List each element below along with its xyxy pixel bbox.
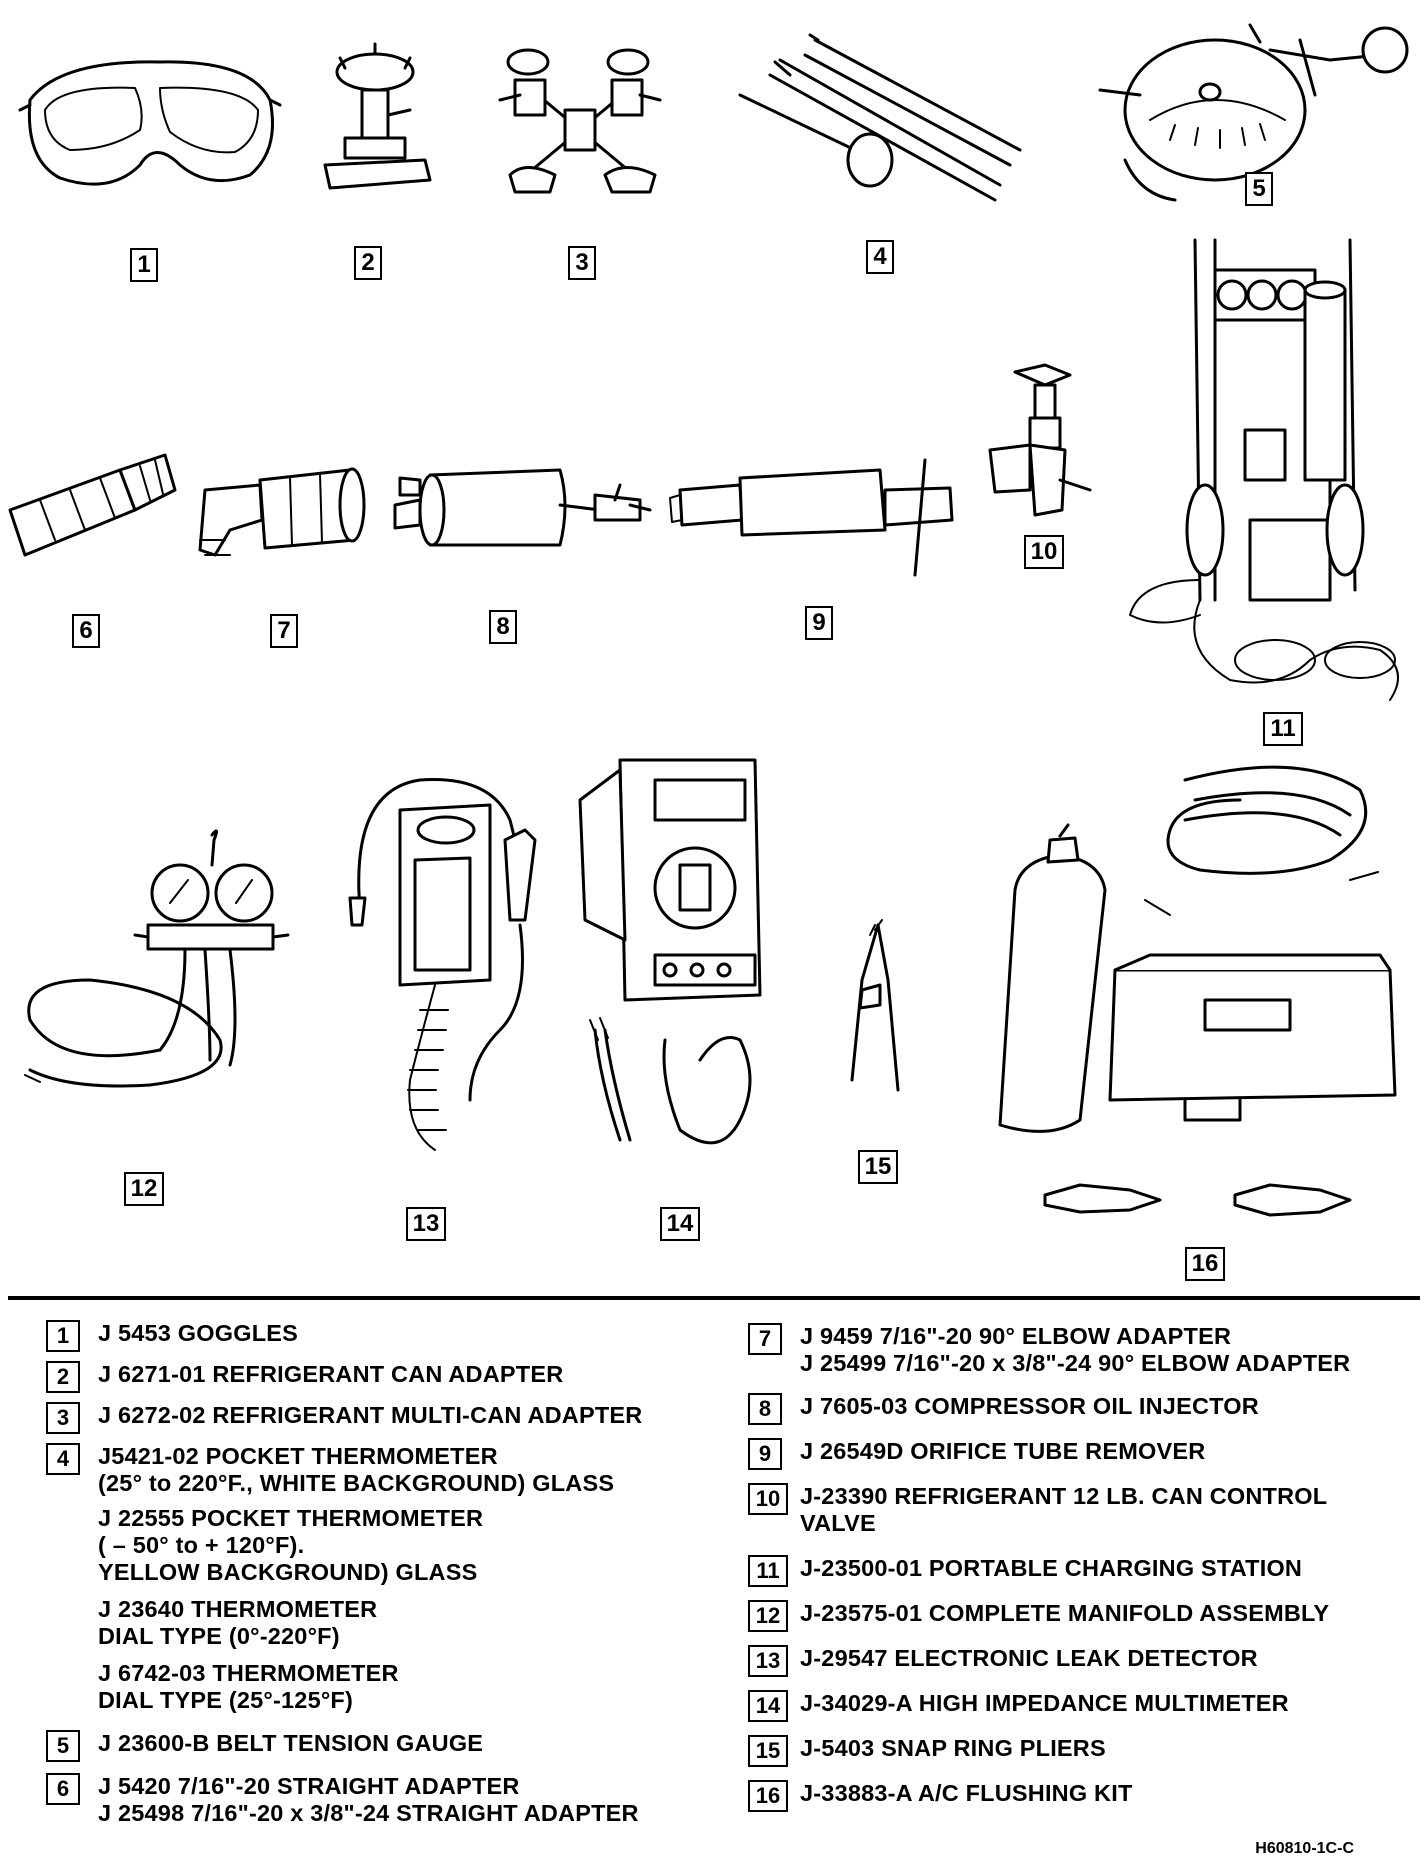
callout-11: 11 xyxy=(1263,712,1303,746)
oil-injector-drawing xyxy=(393,468,652,547)
leak-detector-drawing xyxy=(348,778,537,1151)
legend-number: 7 xyxy=(748,1323,782,1355)
legend-text: J 25498 7/16"-20 x 3/8"-24 STRAIGHT ADAP… xyxy=(98,1800,639,1826)
legend-entry-6: 6 J 5420 7/16"-20 STRAIGHT ADAPTER J 254… xyxy=(46,1773,642,1827)
legend-number: 3 xyxy=(46,1402,80,1434)
callout-3: 3 xyxy=(568,246,596,280)
callout-6: 6 xyxy=(72,614,100,648)
callout-1: 1 xyxy=(130,248,158,282)
callout-15: 15 xyxy=(858,1150,898,1184)
legend-entry-2: 2 J 6271-01 REFRIGERANT CAN ADAPTER xyxy=(46,1361,642,1393)
legend-text: J-34029-A HIGH IMPEDANCE MULTIMETER xyxy=(800,1690,1289,1716)
callout-14: 14 xyxy=(660,1207,700,1241)
charging-station-drawing xyxy=(1129,238,1399,701)
legend-entry-13: 13 J-29547 ELECTRONIC LEAK DETECTOR xyxy=(748,1645,1350,1677)
divider-line xyxy=(8,1296,1420,1300)
legend-text: J 6742-03 THERMOMETER xyxy=(98,1660,399,1686)
callout-4: 4 xyxy=(866,240,894,274)
thermometers-drawing xyxy=(738,33,1022,202)
legend-text: DIAL TYPE (0°-220°F) xyxy=(98,1623,340,1649)
legend-text: ( – 50° to + 120°F). xyxy=(98,1532,305,1558)
legend-subentry-4c: J 23640 THERMOMETER DIAL TYPE (0°-220°F) xyxy=(46,1596,642,1650)
figure-code: H60810-1C-C xyxy=(1255,1840,1354,1857)
tool-illustrations xyxy=(8,23,1409,1217)
legend-number: 9 xyxy=(748,1438,782,1470)
legend-text: J 5420 7/16"-20 STRAIGHT ADAPTER xyxy=(98,1773,520,1799)
callout-2: 2 xyxy=(354,246,382,280)
legend-text: J 22555 POCKET THERMOMETER xyxy=(98,1505,484,1531)
legend-text: YELLOW BACKGROUND) GLASS xyxy=(98,1559,478,1585)
callout-5: 5 xyxy=(1245,172,1273,206)
legend-entry-5: 5 J 23600-B BELT TENSION GAUGE xyxy=(46,1730,642,1762)
legend-number: 8 xyxy=(748,1393,782,1425)
callout-12: 12 xyxy=(124,1172,164,1206)
legend-entry-8: 8 J 7605-03 COMPRESSOR OIL INJECTOR xyxy=(748,1393,1350,1425)
elbow-adapter-drawing xyxy=(198,467,366,557)
callout-9: 9 xyxy=(805,606,833,640)
legend-entry-12: 12 J-23575-01 COMPLETE MANIFOLD ASSEMBLY xyxy=(748,1600,1350,1632)
legend-entry-11: 11 J-23500-01 PORTABLE CHARGING STATION xyxy=(748,1555,1350,1587)
multi-can-adapter-drawing xyxy=(498,48,662,194)
legend-number: 6 xyxy=(46,1773,80,1805)
callout-7: 7 xyxy=(270,614,298,648)
legend-text: J-33883-A A/C FLUSHING KIT xyxy=(800,1780,1133,1806)
legend-text: J 9459 7/16"-20 90° ELBOW ADAPTER xyxy=(800,1323,1232,1349)
legend-number: 13 xyxy=(748,1645,788,1677)
legend-text: J 6271-01 REFRIGERANT CAN ADAPTER xyxy=(98,1361,564,1387)
legend-text: J 6272-02 REFRIGERANT MULTI-CAN ADAPTER xyxy=(98,1402,643,1428)
can-control-valve-drawing xyxy=(988,363,1092,517)
legend-entry-7: 7 J 9459 7/16"-20 90° ELBOW ADAPTER J 25… xyxy=(748,1323,1350,1377)
callout-10: 10 xyxy=(1024,535,1064,569)
legend-text: VALVE xyxy=(800,1510,876,1536)
callout-8: 8 xyxy=(489,610,517,644)
legend-text: J-23390 REFRIGERANT 12 LB. CAN CONTROL xyxy=(800,1483,1328,1509)
legend-text: J 23600-B BELT TENSION GAUGE xyxy=(98,1730,484,1756)
legend-number: 2 xyxy=(46,1361,80,1393)
goggles-drawing xyxy=(18,60,282,186)
legend-number: 15 xyxy=(748,1735,788,1767)
legend-entry-10: 10 J-23390 REFRIGERANT 12 LB. CAN CONTRO… xyxy=(748,1483,1350,1537)
legend-number: 14 xyxy=(748,1690,788,1722)
legend-text: J 5453 GOGGLES xyxy=(98,1320,299,1346)
legend-text: J 25499 7/16"-20 x 3/8"-24 90° ELBOW ADA… xyxy=(800,1350,1351,1376)
legend-text: DIAL TYPE (25°-125°F) xyxy=(98,1687,354,1713)
legend-subentry-4b: J 22555 POCKET THERMOMETER ( – 50° to + … xyxy=(46,1505,642,1586)
legend-text: (25° to 220°F., WHITE BACKGROUND) GLASS xyxy=(98,1470,615,1496)
legend-number: 11 xyxy=(748,1555,788,1587)
legend-entry-9: 9 J 26549D ORIFICE TUBE REMOVER xyxy=(748,1438,1350,1470)
legend-text: J 7605-03 COMPRESSOR OIL INJECTOR xyxy=(800,1393,1259,1419)
legend-text: J 23640 THERMOMETER xyxy=(98,1596,378,1622)
manifold-assembly-drawing xyxy=(24,829,290,1088)
legend-number: 1 xyxy=(46,1320,80,1352)
multimeter-drawing xyxy=(578,758,762,1145)
legend-entry-15: 15 J-5403 SNAP RING PLIERS xyxy=(748,1735,1350,1767)
legend-left-column: 1 J 5453 GOGGLES 2 J 6271-01 REFRIGERANT… xyxy=(46,1320,642,1839)
callout-13: 13 xyxy=(406,1207,446,1241)
callout-16: 16 xyxy=(1185,1247,1225,1281)
legend-number: 10 xyxy=(748,1483,788,1515)
legend-text: J-29547 ELECTRONIC LEAK DETECTOR xyxy=(800,1645,1258,1671)
belt-tension-gauge-drawing xyxy=(1098,23,1409,202)
legend-number: 4 xyxy=(46,1443,80,1475)
legend-text: J-23500-01 PORTABLE CHARGING STATION xyxy=(800,1555,1303,1581)
snap-ring-pliers-drawing xyxy=(850,919,900,1092)
legend-entry-1: 1 J 5453 GOGGLES xyxy=(46,1320,642,1352)
straight-adapter-drawing xyxy=(8,453,177,557)
legend-entry-14: 14 J-34029-A HIGH IMPEDANCE MULTIMETER xyxy=(748,1690,1350,1722)
flushing-kit-drawing xyxy=(998,765,1397,1217)
legend-subentry-4d: J 6742-03 THERMOMETER DIAL TYPE (25°-125… xyxy=(46,1660,642,1714)
legend-number: 5 xyxy=(46,1730,80,1762)
legend-text: J-5403 SNAP RING PLIERS xyxy=(800,1735,1106,1761)
legend-text: J 26549D ORIFICE TUBE REMOVER xyxy=(800,1438,1206,1464)
legend-text: J5421-02 POCKET THERMOMETER xyxy=(98,1443,498,1469)
legend-number: 16 xyxy=(748,1780,788,1812)
legend-right-column: 7 J 9459 7/16"-20 90° ELBOW ADAPTER J 25… xyxy=(748,1323,1350,1819)
orifice-tube-remover-drawing xyxy=(669,458,954,577)
legend-text: J-23575-01 COMPLETE MANIFOLD ASSEMBLY xyxy=(800,1600,1330,1626)
legend-entry-4: 4 J5421-02 POCKET THERMOMETER (25° to 22… xyxy=(46,1443,642,1497)
legend-entry-16: 16 J-33883-A A/C FLUSHING KIT xyxy=(748,1780,1350,1812)
legend-number: 12 xyxy=(748,1600,788,1632)
legend-entry-3: 3 J 6272-02 REFRIGERANT MULTI-CAN ADAPTE… xyxy=(46,1402,643,1434)
can-adapter-drawing xyxy=(323,42,432,190)
